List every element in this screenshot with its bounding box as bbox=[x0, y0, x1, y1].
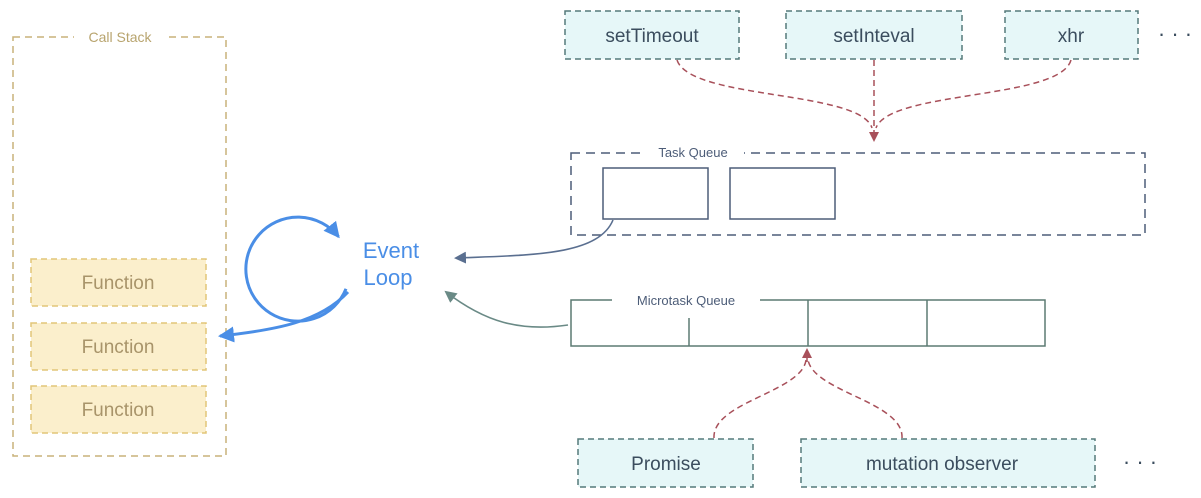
task-queue: Task Queue bbox=[454, 143, 1146, 264]
call-stack: Call Stack Function Function Function bbox=[12, 28, 227, 457]
task-slot bbox=[729, 167, 836, 220]
function-frame: Function bbox=[30, 322, 207, 371]
web-api-label: xhr bbox=[1058, 26, 1085, 47]
function-frame: Function bbox=[30, 258, 207, 307]
micro-source-box: mutation observer bbox=[800, 438, 1096, 488]
micro-source-ellipsis: · · · bbox=[1123, 449, 1157, 474]
promise-arrow bbox=[713, 359, 807, 439]
web-api-ellipsis: · · · bbox=[1158, 21, 1192, 46]
event-loop-ring bbox=[244, 215, 348, 323]
mutation-observer-arrow bbox=[807, 359, 903, 439]
web-api-box: setInteval bbox=[785, 10, 963, 60]
task-queue-title: Task Queue bbox=[658, 145, 727, 160]
micro-source-label: Promise bbox=[631, 454, 701, 475]
event-loop-label-line1: Event bbox=[363, 238, 419, 263]
web-api-arrows bbox=[676, 59, 1072, 142]
web-api-label: setTimeout bbox=[605, 26, 699, 47]
microtask-queue: Microtask Queue bbox=[444, 290, 1046, 347]
function-frame: Function bbox=[30, 385, 207, 434]
micro-source-label: mutation observer bbox=[866, 454, 1019, 475]
web-api-box: setTimeout bbox=[564, 10, 740, 60]
function-label: Function bbox=[82, 400, 155, 421]
task-slot bbox=[602, 167, 709, 220]
micro-source-arrows bbox=[713, 348, 903, 439]
web-api-box: xhr bbox=[1004, 10, 1139, 60]
event-loop: Event Loop bbox=[218, 215, 419, 343]
settimeout-arrow bbox=[676, 59, 873, 129]
event-loop-to-call-stack-arrow bbox=[218, 290, 350, 343]
function-label: Function bbox=[82, 273, 155, 294]
microtask-queue-title: Microtask Queue bbox=[637, 293, 735, 308]
xhr-arrow bbox=[875, 59, 1072, 129]
call-stack-title: Call Stack bbox=[88, 29, 152, 45]
micro-sources: Promise mutation observer · · · bbox=[577, 438, 1157, 488]
micro-source-box: Promise bbox=[577, 438, 754, 488]
event-loop-label-line2: Loop bbox=[364, 265, 413, 290]
function-label: Function bbox=[82, 337, 155, 358]
task-queue-frame bbox=[570, 152, 1146, 236]
task-queue-to-event-loop-arrow bbox=[454, 219, 614, 264]
web-api-sources: setTimeout setInteval xhr · · · bbox=[564, 10, 1192, 60]
call-stack-title-bg bbox=[74, 28, 166, 46]
microtask-queue-to-event-loop-arrow bbox=[444, 290, 569, 328]
call-stack-frame bbox=[12, 36, 227, 457]
web-api-label: setInteval bbox=[833, 26, 914, 47]
